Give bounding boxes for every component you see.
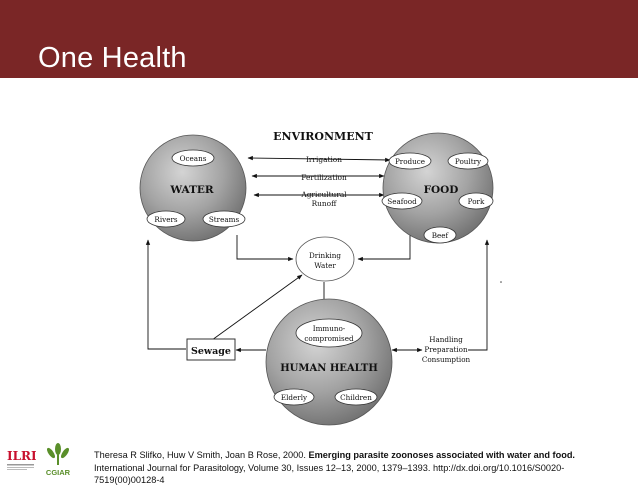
seafood-label: Seafood — [387, 197, 417, 206]
runoff-label: Runoff — [312, 199, 338, 208]
arrow-food-to-drinking — [357, 230, 411, 262]
drinking-water-node: Drinking Water — [295, 236, 355, 282]
fertilization-label: Fertilization — [301, 173, 347, 182]
environment-label: ENVIRONMENT — [273, 130, 374, 143]
citation-authors: Theresa R Slifko, Huw V Smith, Joan B Ro… — [94, 450, 309, 460]
citation-rest: International Journal for Parasitology, … — [94, 462, 565, 486]
elderly-label: Elderly — [281, 393, 308, 402]
poultry-label: Poultry — [455, 157, 482, 166]
children-label: Children — [340, 393, 372, 402]
beef-ellipse — [423, 226, 457, 244]
preparation-label: Preparation — [424, 345, 468, 354]
arrow-sewage-to-water — [145, 239, 186, 350]
seafood-ellipse — [381, 192, 423, 210]
streams-ellipse — [202, 210, 246, 228]
human-health-label: HUMAN HEALTH — [280, 363, 378, 374]
elderly-ellipse — [273, 388, 315, 406]
ilri-logo: ILRI — [7, 449, 36, 470]
human-health-sphere: HUMAN HEALTH Immuno- compromised Elderly… — [265, 298, 393, 426]
rivers-label: Rivers — [154, 215, 177, 224]
water-sphere: WATER Oceans Rivers Streams — [139, 134, 247, 242]
arrow-handling-to-food — [468, 239, 490, 351]
arrow-sewage-to-drinking — [211, 274, 303, 341]
irrigation-label: Irrigation — [306, 155, 342, 164]
pork-ellipse — [458, 192, 494, 210]
arrow-irrigation — [247, 155, 391, 163]
drinking-label: Drinking — [309, 251, 341, 260]
oceans-ellipse — [171, 149, 215, 167]
slide-title: One Health — [38, 42, 187, 74]
children-ellipse — [334, 388, 378, 406]
sewage-label: Sewage — [191, 346, 231, 357]
immuno-label: Immuno- — [313, 324, 346, 333]
agricultural-label: Agricultural — [300, 190, 347, 199]
produce-label: Produce — [395, 157, 425, 166]
ilri-logo-text: ILRI — [7, 449, 36, 463]
immunocompromised-ellipse — [295, 318, 363, 348]
beef-label: Beef — [432, 231, 450, 240]
compromised-label: compromised — [304, 334, 354, 343]
arrow-water-to-drinking — [236, 235, 294, 262]
rivers-ellipse — [146, 210, 186, 228]
pork-label: Pork — [468, 197, 485, 206]
title-bar — [0, 0, 638, 78]
cgiar-logo: CGIAR — [46, 443, 71, 477]
handling-node: Handling Preparation Consumption — [422, 335, 471, 364]
oceans-label: Oceans — [180, 154, 207, 163]
sewage-node: Sewage — [186, 338, 236, 361]
food-sphere: FOOD Produce Poultry Seafood Pork Beef — [381, 132, 494, 244]
citation-title: Emerging parasite zoonoses associated wi… — [308, 450, 575, 460]
streams-label: Streams — [209, 215, 240, 224]
handling-label: Handling — [429, 335, 463, 344]
connector-arrows — [145, 155, 490, 353]
consumption-label: Consumption — [422, 355, 471, 364]
scan-dot — [500, 281, 502, 283]
food-label: FOOD — [424, 184, 459, 196]
water-label: WATER — [169, 184, 214, 196]
citation: Theresa R Slifko, Huw V Smith, Joan B Ro… — [94, 449, 624, 487]
water-node-label: Water — [314, 261, 336, 270]
poultry-ellipse — [447, 152, 489, 170]
cgiar-logo-text: CGIAR — [46, 468, 71, 477]
produce-ellipse — [388, 152, 432, 170]
